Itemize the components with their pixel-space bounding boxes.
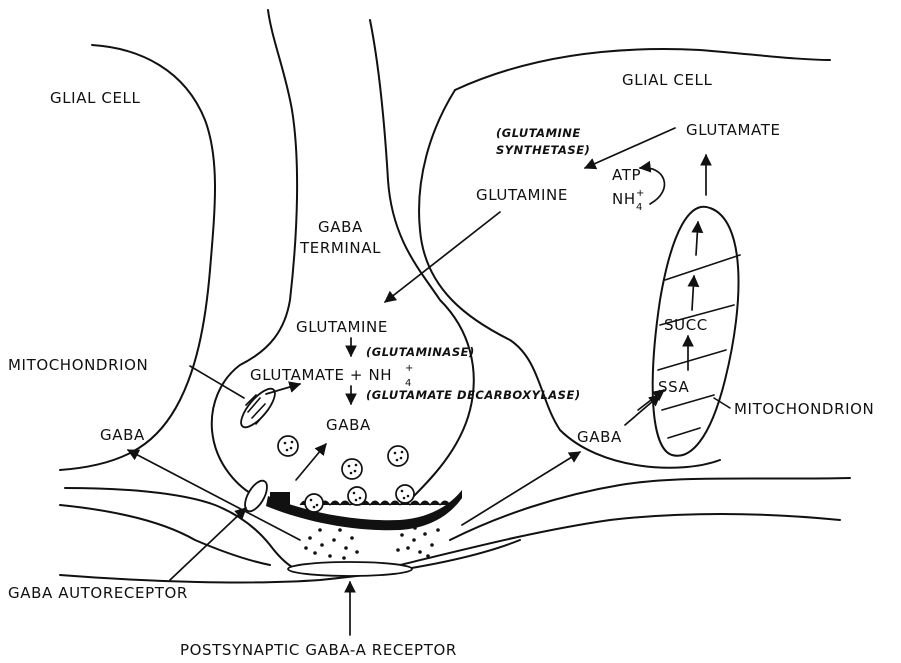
label-succ: SUCC [664,316,708,334]
cell-membranes [60,10,850,582]
vesicle [342,459,362,479]
arrow-mito-up [696,222,698,255]
label-glutaminase: (GLUTAMINASE) [366,345,475,359]
vesicle [278,436,298,456]
vesicle [348,487,366,505]
label-nh4-glia: NH [612,190,636,208]
label-gaba-terminal-1: GABA [318,218,363,236]
label-ssa: SSA [658,378,690,396]
nh-text: NH [612,190,636,208]
label-mitochondrion-left: MITOCHONDRION [8,356,148,374]
label-gaba-terminal-2: TERMINAL [299,239,381,257]
label-glial-cell-left: GLIAL CELL [50,89,140,107]
label-glial-cell-right: GLIAL CELL [622,71,712,89]
arrow-glutamate-to-glutamine-glia [585,128,675,168]
arrow-gaba-to-right-glia [462,452,580,525]
label-glutamate-decarboxylase: (GLUTAMATE DECARBOXYLASE) [366,388,581,402]
terminal-left-outer-membrane [212,10,297,498]
label-postsynaptic-receptor: POSTSYNAPTIC GABA-A RECEPTOR [180,641,457,659]
label-gaba-left: GABA [100,426,145,444]
arrow-vesicle-to-gaba [296,444,326,480]
label-gaba-right: GABA [577,428,622,446]
postsynaptic-receptor-shape [288,562,412,576]
label-glutamate-glia: GLUTAMATE [686,121,781,139]
label-gaba-terminal: GABA [326,416,371,434]
nh4-glia-sup: + [636,188,644,199]
label-glutamine-glia: GLUTAMINE [476,186,568,204]
label-atp: ATP [612,166,641,184]
arrow-succ-up [692,276,694,310]
label-mitochondrion-right: MITOCHONDRION [734,400,874,418]
released-gaba-dots [304,526,440,560]
label-gaba-autoreceptor: GABA AUTORECEPTOR [8,584,188,602]
vesicle [305,494,323,512]
cleft-right-upper [450,478,850,540]
vesicles [278,436,414,512]
label-glutamate-terminal: GLUTAMATE + NH [250,366,392,384]
label-glutamine-terminal: GLUTAMINE [296,318,388,336]
arrow-autoreceptor [170,508,246,580]
left-glial-membrane [60,45,215,470]
terminal-right-membrane [370,20,474,500]
nh4-glia-sub: 4 [636,202,642,213]
label-glutamine-synthetase-2: SYNTHETASE) [496,143,590,157]
vesicle [388,446,408,466]
nh4-terminal-sup: + [405,363,413,374]
postsynaptic-membrane [60,540,520,582]
vesicle [396,485,414,503]
label-glutamine-synthetase-1: (GLUTAMINE [496,126,581,140]
